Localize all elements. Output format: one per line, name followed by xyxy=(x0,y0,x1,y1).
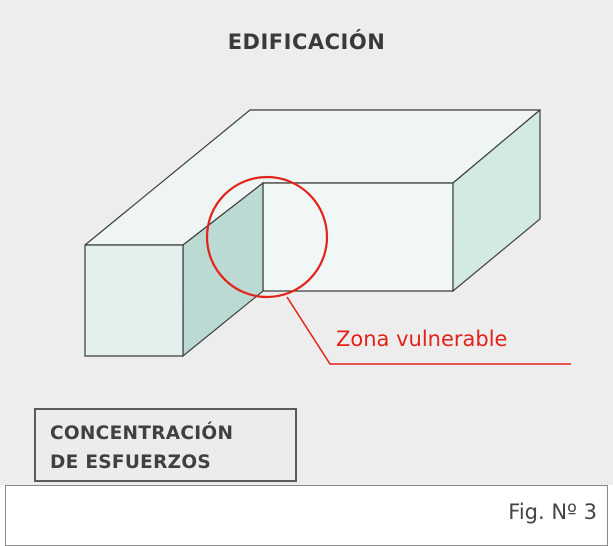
block-front-face xyxy=(84,244,184,357)
caption-bar: Fig. Nº 3 xyxy=(5,485,608,546)
stress-box-line-1: CONCENTRACIÓN xyxy=(50,423,234,444)
figure-title: EDIFICACIÓN xyxy=(227,30,386,54)
stress-box-line-2: DE ESFUERZOS xyxy=(50,452,212,473)
l-shaped-building-diagram xyxy=(84,108,571,365)
block-inner-wall xyxy=(262,182,454,292)
stress-concentration-box: CONCENTRACIÓN DE ESFUERZOS xyxy=(34,408,297,482)
vulnerable-zone-circle xyxy=(205,175,329,299)
block-right-face xyxy=(452,108,541,293)
figure-number: Fig. Nº 3 xyxy=(508,500,597,524)
vulnerable-zone-label: Zona vulnerable xyxy=(336,327,508,351)
callout-leader-line xyxy=(286,296,571,365)
